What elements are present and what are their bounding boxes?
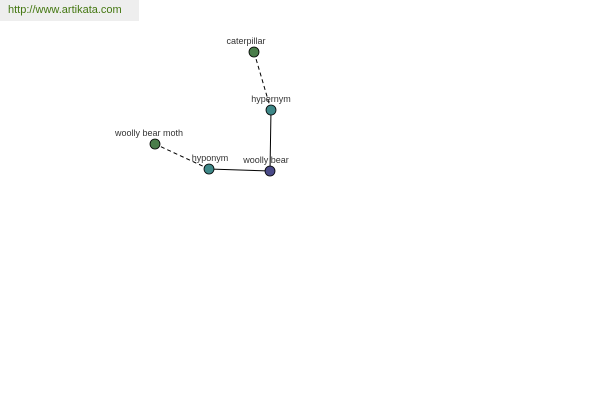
url-banner: http://www.artikata.com [0, 0, 139, 21]
site-url-link[interactable]: http://www.artikata.com [8, 4, 122, 16]
edge-center-hyponym [208, 168, 271, 172]
label-woolly-bear: woolly bear [242, 155, 289, 165]
node-hypernym[interactable] [265, 104, 277, 116]
edge-center-hypernym [269, 109, 272, 172]
label-hypernym: hypernym [251, 94, 291, 104]
label-woolly-bear-moth: woolly bear moth [114, 128, 183, 138]
edge-hypernym-caterpillar [253, 51, 272, 111]
label-caterpillar: caterpillar [226, 36, 265, 46]
edge-hyponym-moth [154, 143, 210, 170]
node-caterpillar[interactable] [248, 46, 260, 58]
label-hyponym: hyponym [192, 153, 229, 163]
node-hyponym[interactable] [203, 163, 215, 175]
node-woolly-bear-moth[interactable] [149, 138, 161, 150]
node-woolly-bear[interactable] [264, 165, 276, 177]
